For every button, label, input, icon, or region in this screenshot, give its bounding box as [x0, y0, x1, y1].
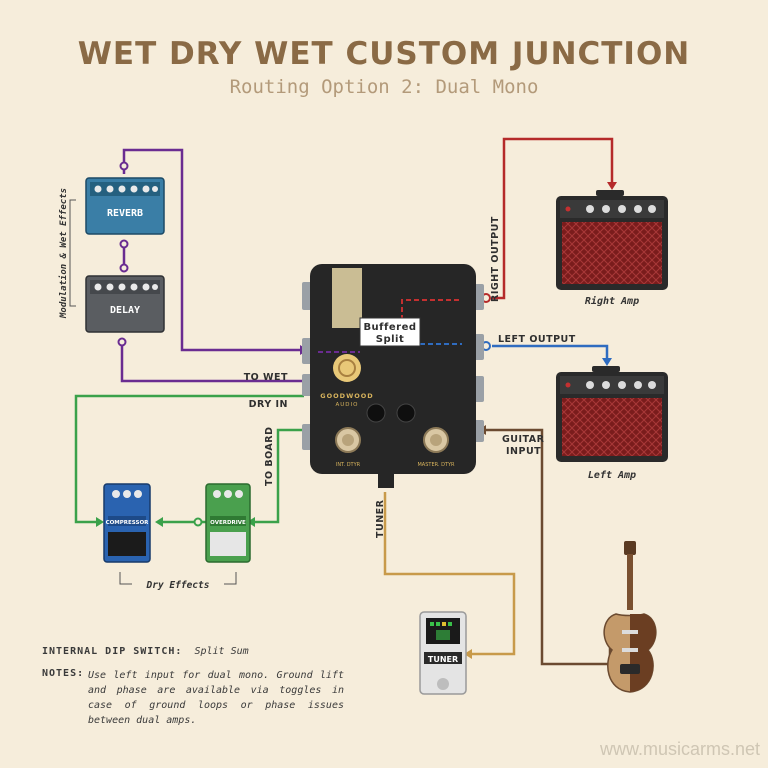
dry-in-label: DRY IN: [249, 399, 288, 410]
overdrive-label: OVERDRIVE: [210, 520, 246, 526]
diagram-title: WET DRY WET CUSTOM JUNCTION: [77, 36, 691, 72]
right-output-cable: [492, 137, 614, 300]
diagram-subtitle: Routing Option 2: Dual Mono: [229, 76, 539, 98]
dry-group-label: Dry Effects: [146, 580, 210, 591]
brand-name: GOODWOOD: [320, 392, 373, 400]
overdrive-pedal: OVERDRIVE: [205, 483, 251, 563]
left-amp: Left Amp: [556, 366, 668, 481]
brand-sub: AUDIO: [336, 402, 359, 408]
guitar-icon: [603, 541, 657, 693]
to-wet-label: TO WET: [244, 372, 288, 383]
jack-label-right: MASTER. DTYR: [417, 462, 455, 468]
delay-pedal: DELAY: [85, 275, 165, 333]
jack-label-left: INT. DTYR: [336, 462, 361, 468]
notes-text: Use left input for dual mono. Ground lif…: [88, 670, 344, 726]
dip-value: Split Sum: [194, 646, 249, 657]
left-amp-label: Left Amp: [588, 470, 636, 481]
tuner-cable-label: TUNER: [375, 499, 386, 538]
reverb-pedal: REVERB: [85, 177, 165, 235]
compressor-label: COMPRESSOR: [106, 520, 150, 526]
delay-label: DELAY: [110, 305, 140, 316]
right-output-label: RIGHT OUTPUT: [490, 216, 501, 302]
reverb-label: REVERB: [107, 208, 143, 219]
tuner-cable: [383, 492, 516, 656]
dip-label: INTERNAL DIP SWITCH:: [42, 646, 183, 657]
guitar-input-label-2: INPUT: [506, 446, 541, 457]
dry-send-cable: [250, 428, 304, 524]
callout-line2: Split: [376, 334, 405, 345]
wet-group-label: Modulation & Wet Effects: [58, 188, 69, 319]
tuner-label: TUNER: [428, 655, 458, 664]
junction-box: Buffered Split GOODWOOD AUDIO INT. DTYR …: [302, 264, 484, 488]
left-output-cable: [492, 344, 609, 362]
right-amp-label: Right Amp: [585, 295, 639, 307]
watermark: www.musicarms.net: [599, 739, 760, 759]
guitar-cable: [482, 428, 612, 666]
compressor-pedal: COMPRESSOR: [103, 483, 151, 563]
dry-return-cable: [74, 394, 304, 524]
callout-line1: Buffered: [363, 322, 416, 333]
right-amp: Right Amp: [556, 190, 668, 307]
tuner-pedal: TUNER: [419, 611, 467, 695]
wet-send-cable: [120, 338, 304, 383]
wet-return-cable: [122, 148, 304, 352]
notes-label: NOTES:: [42, 668, 85, 679]
dip-switch-note: INTERNAL DIP SWITCH: Split Sum: [42, 646, 249, 657]
guitar-input-label-1: GUITAR: [502, 434, 545, 445]
left-output-label: LEFT OUTPUT: [498, 334, 576, 345]
to-board-label: TO BOARD: [264, 427, 275, 486]
